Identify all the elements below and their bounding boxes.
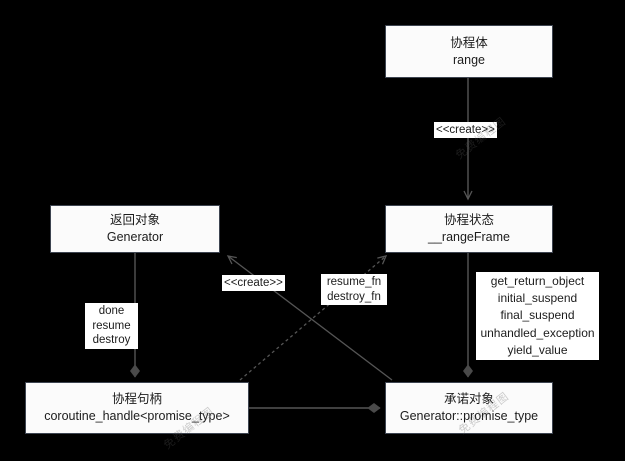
node-coroutine-state-subtitle: __rangeFrame (428, 230, 510, 244)
edge-label-frame-fns: resume_fn destroy_fn (321, 274, 387, 305)
handle-op-destroy: destroy (92, 334, 131, 346)
node-coroutine-handle[interactable]: 协程句柄 coroutine_handle<promise_type> (25, 382, 249, 434)
node-coroutine-body[interactable]: 协程体 range (385, 25, 553, 78)
promise-method-yield-value: yield_value (507, 342, 568, 357)
edge-handle-to-state-fns (239, 255, 388, 381)
edge-label-create-state: <<create>> (434, 122, 497, 138)
node-coroutine-body-subtitle: range (453, 52, 485, 67)
node-return-object-subtitle: Generator (106, 230, 164, 244)
edge-label-create-generator: <<create>> (222, 275, 285, 291)
node-promise-object[interactable]: 承诺对象 Generator::promise_type (385, 382, 553, 434)
promise-method-get-return-object: get_return_object (490, 274, 585, 288)
promise-method-list: get_return_object initial_suspend final_… (476, 272, 599, 361)
edge-label-handle-ops: done resume destroy (85, 303, 138, 349)
node-return-object[interactable]: 返回对象 Generator (50, 205, 220, 253)
node-promise-object-subtitle: Generator::promise_type (399, 409, 539, 423)
frame-fn-destroy: destroy_fn (327, 290, 381, 303)
handle-op-done: done (98, 305, 125, 317)
promise-method-unhandled-exception: unhandled_exception (480, 325, 595, 340)
node-coroutine-body-title: 协程体 (450, 35, 488, 50)
node-coroutine-state-title: 协程状态 (443, 213, 494, 227)
node-coroutine-state[interactable]: 协程状态 __rangeFrame (385, 205, 553, 253)
node-promise-object-title: 承诺对象 (443, 392, 494, 406)
handle-op-resume: resume (92, 319, 131, 332)
promise-method-initial-suspend: initial_suspend (497, 291, 578, 306)
promise-method-final-suspend: final_suspend (500, 308, 575, 323)
node-return-object-title: 返回对象 (109, 213, 160, 227)
node-coroutine-handle-subtitle: coroutine_handle<promise_type> (44, 409, 230, 423)
frame-fn-resume: resume_fn (326, 276, 382, 288)
node-coroutine-handle-title: 协程句柄 (111, 392, 162, 406)
